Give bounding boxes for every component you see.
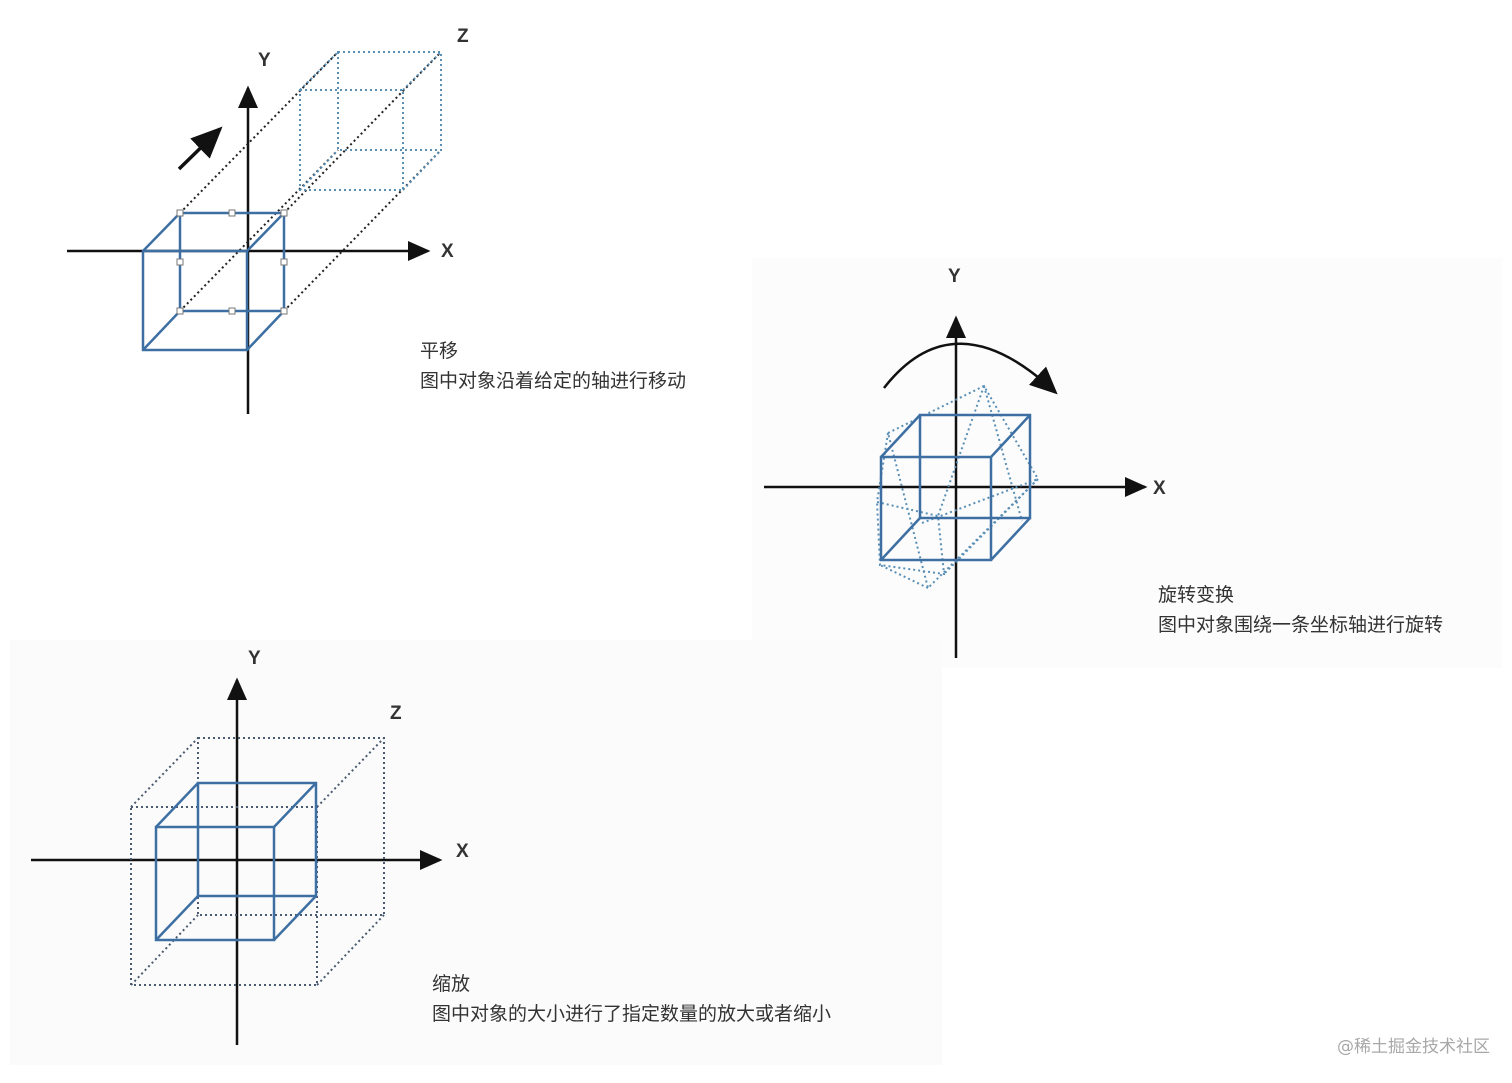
x-axis-label: X: [441, 241, 454, 262]
translation-diagram: [67, 51, 442, 414]
source-cube: [141, 211, 286, 352]
scaled-large-cube: [130, 737, 385, 986]
caption-description: 图中对象沿着给定的轴进行移动: [420, 370, 687, 392]
caption-description: 图中对象的大小进行了指定数量的放大或者缩小: [432, 1003, 832, 1025]
x-axis-label: X: [1153, 478, 1166, 499]
scaling-panel: Y X Z 缩放 图中对象的大小进行了指定数量的放大或者缩小: [10, 640, 942, 1065]
y-axis-label: Y: [948, 266, 961, 287]
selection-handles: [176, 209, 288, 315]
rotation-caption: 旋转变换 图中对象围绕一条坐标轴进行旋转: [1158, 580, 1443, 640]
rotation-diagram: [764, 315, 1148, 658]
solid-cube: [879, 413, 1032, 562]
movement-arrow-icon: [177, 126, 223, 171]
caption-title: 平移: [420, 340, 459, 362]
original-cube: [154, 781, 318, 942]
translation-panel: Y X Z 平移 图中对象沿着给定的轴进行移动: [0, 0, 800, 465]
scaling-caption: 缩放 图中对象的大小进行了指定数量的放大或者缩小: [432, 969, 831, 1029]
translation-caption: 平移 图中对象沿着给定的轴进行移动: [420, 336, 686, 396]
watermark: @稀土掘金技术社区: [1337, 1037, 1490, 1057]
y-axis-label: Y: [248, 648, 261, 669]
z-axis-label: Z: [457, 26, 469, 47]
z-axis-label: Z: [390, 703, 402, 724]
destination-cube: [299, 51, 442, 191]
caption-title: 缩放: [432, 973, 471, 995]
rotation-arrow-icon: [883, 342, 1058, 395]
scaling-diagram: [31, 677, 443, 1045]
caption-title: 旋转变换: [1158, 584, 1235, 606]
y-axis-label: Y: [258, 50, 271, 71]
x-axis-label: X: [456, 841, 469, 862]
caption-description: 图中对象围绕一条坐标轴进行旋转: [1158, 614, 1444, 636]
rotation-panel: Y X 旋转变换 图中对象围绕一条坐标轴进行旋转: [752, 258, 1502, 668]
